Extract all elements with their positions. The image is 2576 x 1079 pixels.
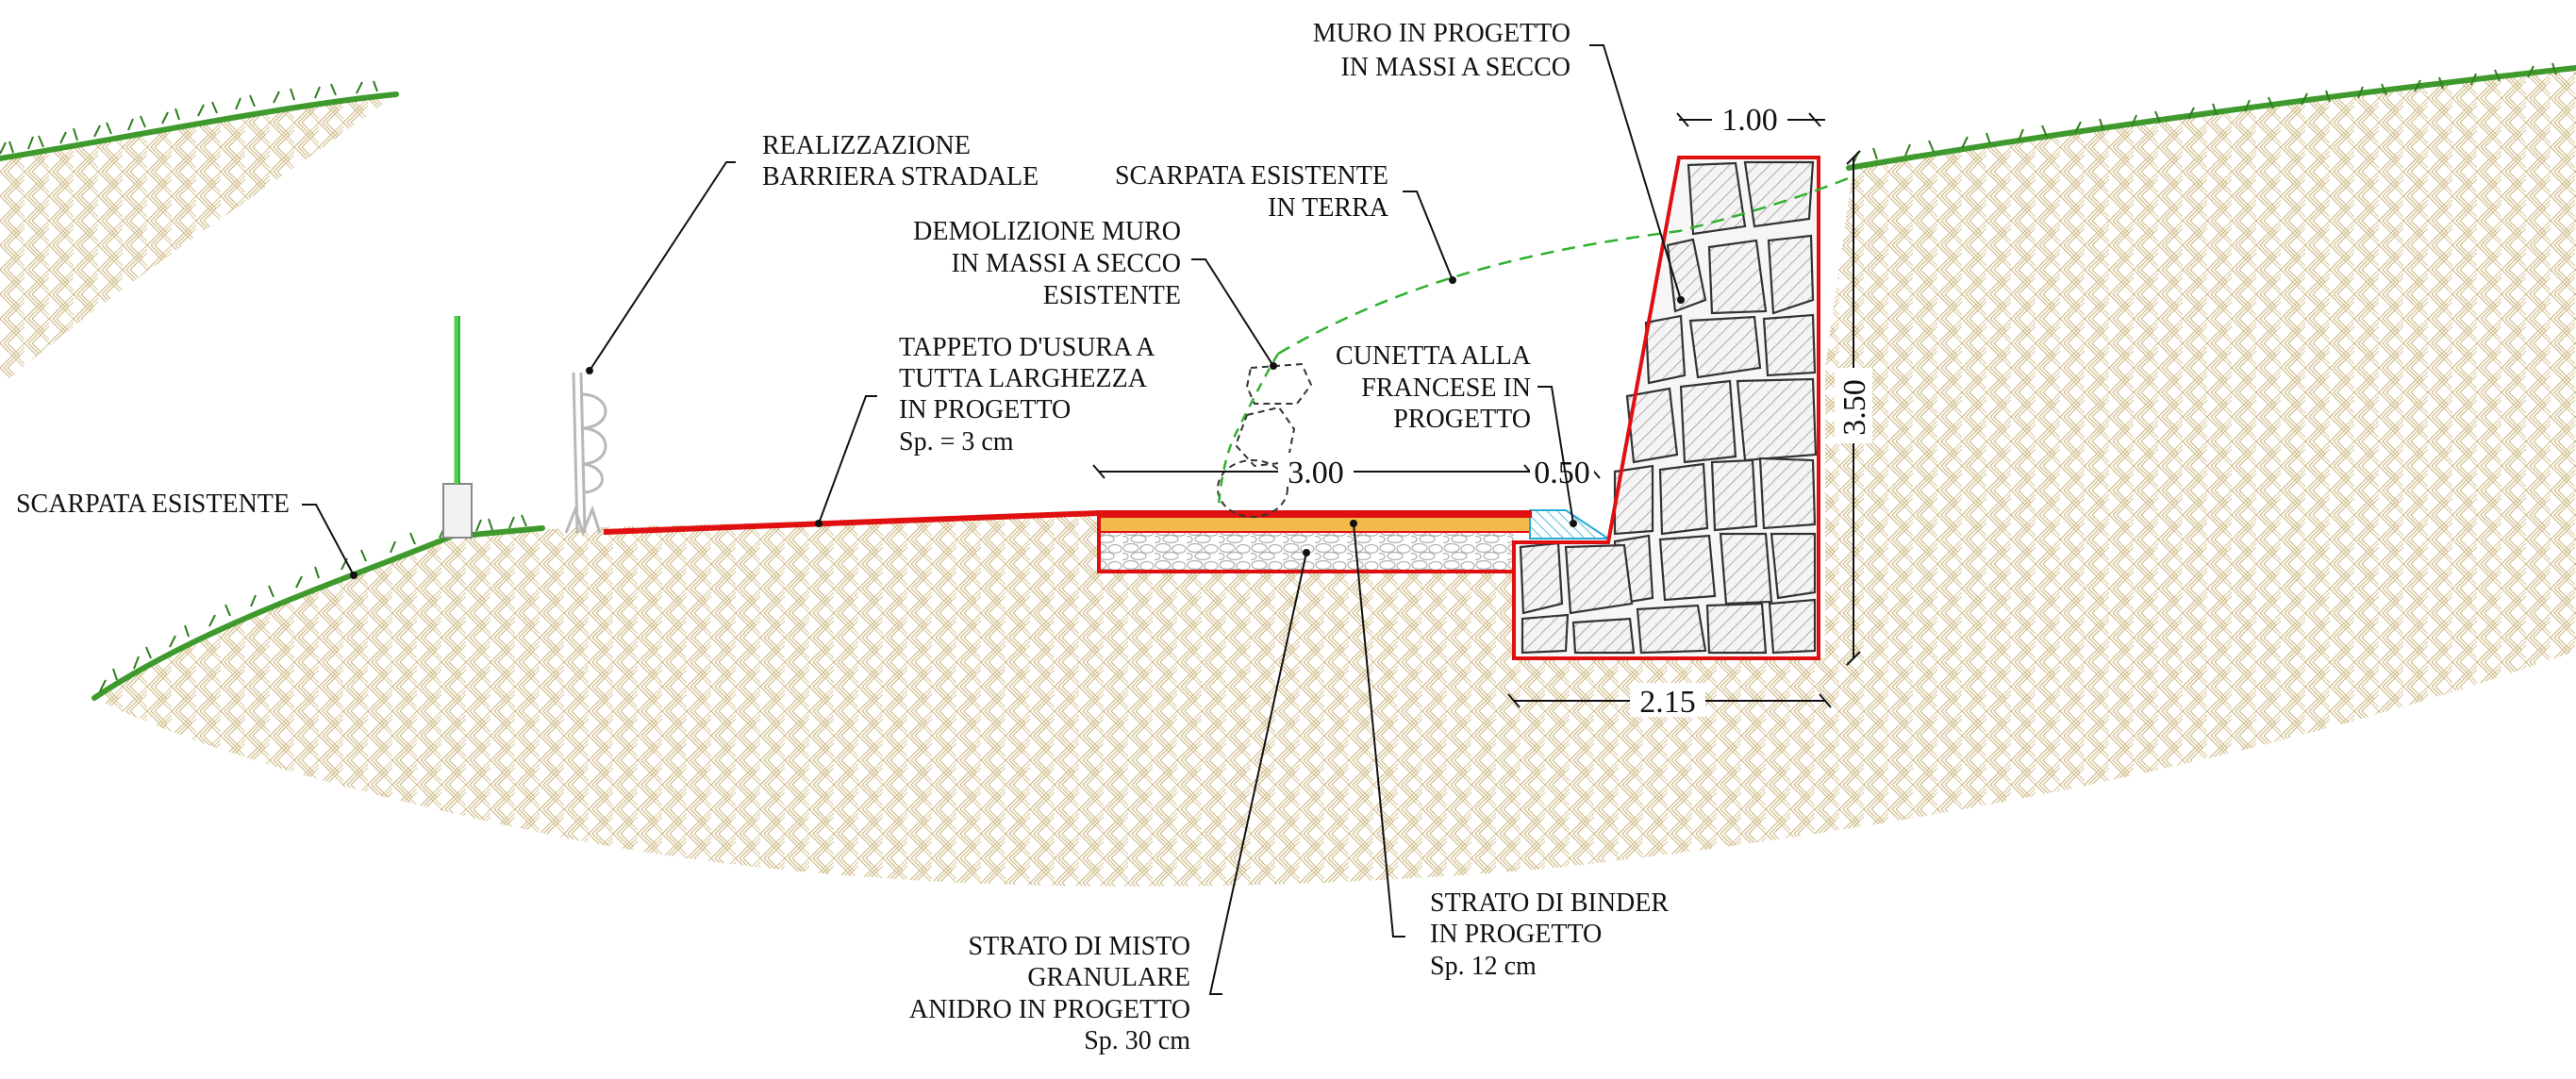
binder-layer <box>1101 516 1530 532</box>
grass-tufts <box>0 62 2557 692</box>
dimension-wall-base: 2.15 <box>1507 683 1832 720</box>
label-misto-line3: ANIDRO IN PROGETTO <box>909 995 1190 1024</box>
label-binder-line3: Sp. 12 cm <box>1430 952 1537 981</box>
label-scarpata-sinistra-line1: SCARPATA ESISTENTE <box>16 490 290 519</box>
label-scarpata-terra-line1: SCARPATA ESISTENTE <box>1115 161 1388 191</box>
label-muro-line2: IN MASSI A SECCO <box>1340 53 1571 82</box>
terrain <box>0 66 2576 887</box>
label-demolizione: DEMOLIZIONE MURO IN MASSI A SECCO ESISTE… <box>913 217 1181 310</box>
label-barriera-line2: BARRIERA STRADALE <box>762 162 1039 191</box>
label-scarpata-sinistra: SCARPATA ESISTENTE <box>16 490 290 519</box>
grass-left-slope <box>91 533 456 701</box>
label-muro-progetto: MURO IN PROGETTO IN MASSI A SECCO <box>1313 19 1571 82</box>
label-cunetta-line3: PROGETTO <box>1393 405 1531 434</box>
label-scarpata-terra-line2: IN TERRA <box>1268 193 1389 223</box>
dim-wall-base-text: 2.15 <box>1639 685 1696 720</box>
label-muro-line1: MURO IN PROGETTO <box>1313 19 1571 48</box>
dim-gutter-text: 0.50 <box>1534 456 1590 490</box>
label-cunetta-line2: FRANCESE IN <box>1361 374 1531 403</box>
upper-left-hill <box>0 94 396 387</box>
label-cunetta-line1: CUNETTA ALLA <box>1336 341 1532 371</box>
label-misto-line4: Sp. 30 cm <box>1084 1026 1190 1055</box>
dim-road-text: 3.00 <box>1288 456 1344 490</box>
gutter <box>1529 509 1612 540</box>
grass-upper-left <box>0 91 399 161</box>
road-structure <box>603 509 1612 658</box>
leader-dots <box>350 276 1685 579</box>
dimension-road: 3.00 0.50 <box>1092 453 1601 490</box>
existing-slope-line <box>1277 175 1852 356</box>
label-tappeto-line3: IN PROGETTO <box>899 395 1071 424</box>
fence-post <box>442 316 473 539</box>
label-barriera: REALIZZAZIONE BARRIERA STRADALE <box>762 131 1039 191</box>
label-barriera-line1: REALIZZAZIONE <box>762 131 971 160</box>
grass-between-posts <box>469 525 545 538</box>
road-barrier <box>564 372 607 538</box>
label-tappeto: TAPPETO D'USURA A TUTTA LARGHEZZA IN PRO… <box>899 333 1155 456</box>
label-scarpata-terra: SCARPATA ESISTENTE IN TERRA <box>1115 161 1389 223</box>
wall-stones <box>1519 160 1818 655</box>
label-tappeto-line4: Sp. = 3 cm <box>899 427 1014 456</box>
label-binder: STRATO DI BINDER IN PROGETTO Sp. 12 cm <box>1430 888 1669 981</box>
dimension-wall-top: 1.00 <box>1676 102 1825 138</box>
label-tappeto-line1: TAPPETO D'USURA A <box>899 333 1155 362</box>
dry-stone-wall <box>1512 156 1820 660</box>
label-misto-line1: STRATO DI MISTO <box>969 932 1190 961</box>
label-cunetta: CUNETTA ALLA FRANCESE IN PROGETTO <box>1336 341 1532 434</box>
label-demolizione-line2: IN MASSI A SECCO <box>951 249 1181 278</box>
dimension-wall-height: 3.50 <box>1835 150 1872 666</box>
label-misto: STRATO DI MISTO GRANULARE ANIDRO IN PROG… <box>909 932 1190 1055</box>
demolished-wall-green <box>1217 353 1280 506</box>
road-outline <box>603 510 1532 658</box>
demolished-wall <box>1217 362 1313 518</box>
leaders <box>302 44 1682 995</box>
main-ground-mass <box>94 66 2576 887</box>
label-binder-line1: STRATO DI BINDER <box>1430 888 1669 918</box>
label-demolizione-line1: DEMOLIZIONE MURO <box>913 217 1181 246</box>
dim-wall-height-text: 3.50 <box>1837 379 1872 436</box>
label-demolizione-line3: ESISTENTE <box>1043 281 1181 310</box>
label-misto-line2: GRANULARE <box>1027 963 1190 992</box>
label-tappeto-line2: TUTTA LARGHEZZA <box>899 364 1148 393</box>
wall-outline <box>1512 156 1820 660</box>
label-binder-line2: IN PROGETTO <box>1430 920 1602 949</box>
wear-layer <box>604 512 1099 535</box>
dim-wall-top-text: 1.00 <box>1721 103 1778 138</box>
